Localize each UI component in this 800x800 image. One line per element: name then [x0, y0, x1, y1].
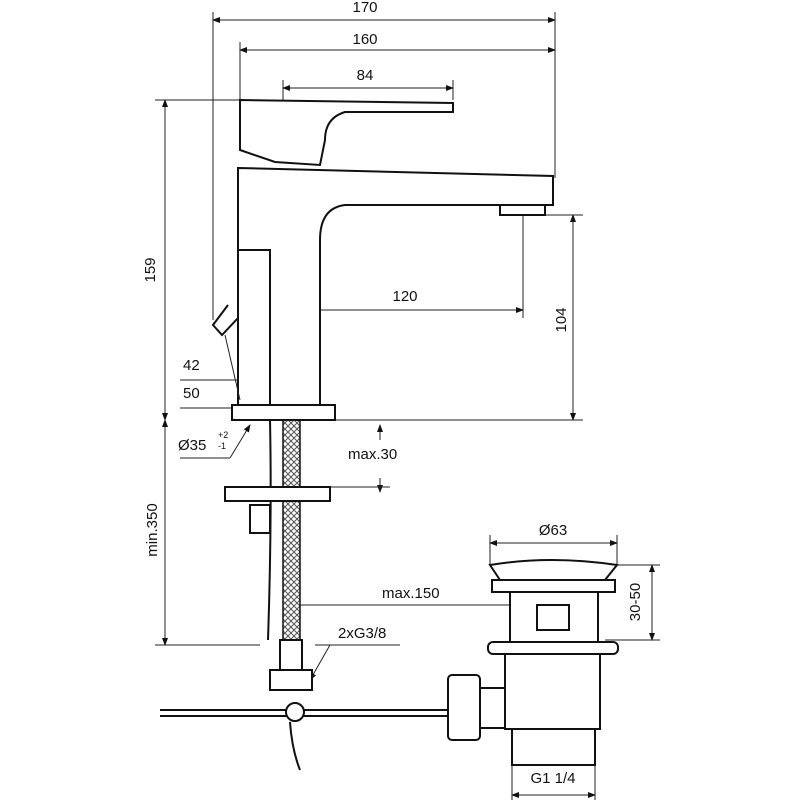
dim-84: 84	[357, 67, 374, 84]
dim-waste-diameter: Ø63	[539, 522, 567, 539]
dim-max150: max.150	[382, 585, 440, 602]
dim-159: 159	[142, 257, 159, 282]
dim-170: 170	[352, 0, 377, 16]
dim-connection: 2xG3/8	[338, 625, 386, 642]
dim-42: 42	[183, 357, 200, 374]
dim-waste-thread: G1 1/4	[530, 770, 575, 787]
dim-min350: min.350	[144, 503, 161, 556]
mounting-assembly	[160, 419, 450, 771]
mixer-body	[211, 98, 554, 421]
dim-waste-range: 30-50	[627, 583, 644, 621]
dim-50: 50	[183, 385, 200, 402]
dim-104: 104	[553, 307, 570, 332]
dim-hole-diameter: Ø35	[178, 437, 206, 454]
flex-hose	[282, 419, 301, 641]
pop-up-waste	[447, 559, 619, 766]
dim-hole-tol-lower: -1	[218, 441, 226, 451]
dim-120: 120	[392, 288, 417, 305]
dim-hole-tol-upper: +2	[218, 430, 228, 440]
dim-160: 160	[352, 31, 377, 48]
dim-max30: max.30	[348, 446, 397, 463]
